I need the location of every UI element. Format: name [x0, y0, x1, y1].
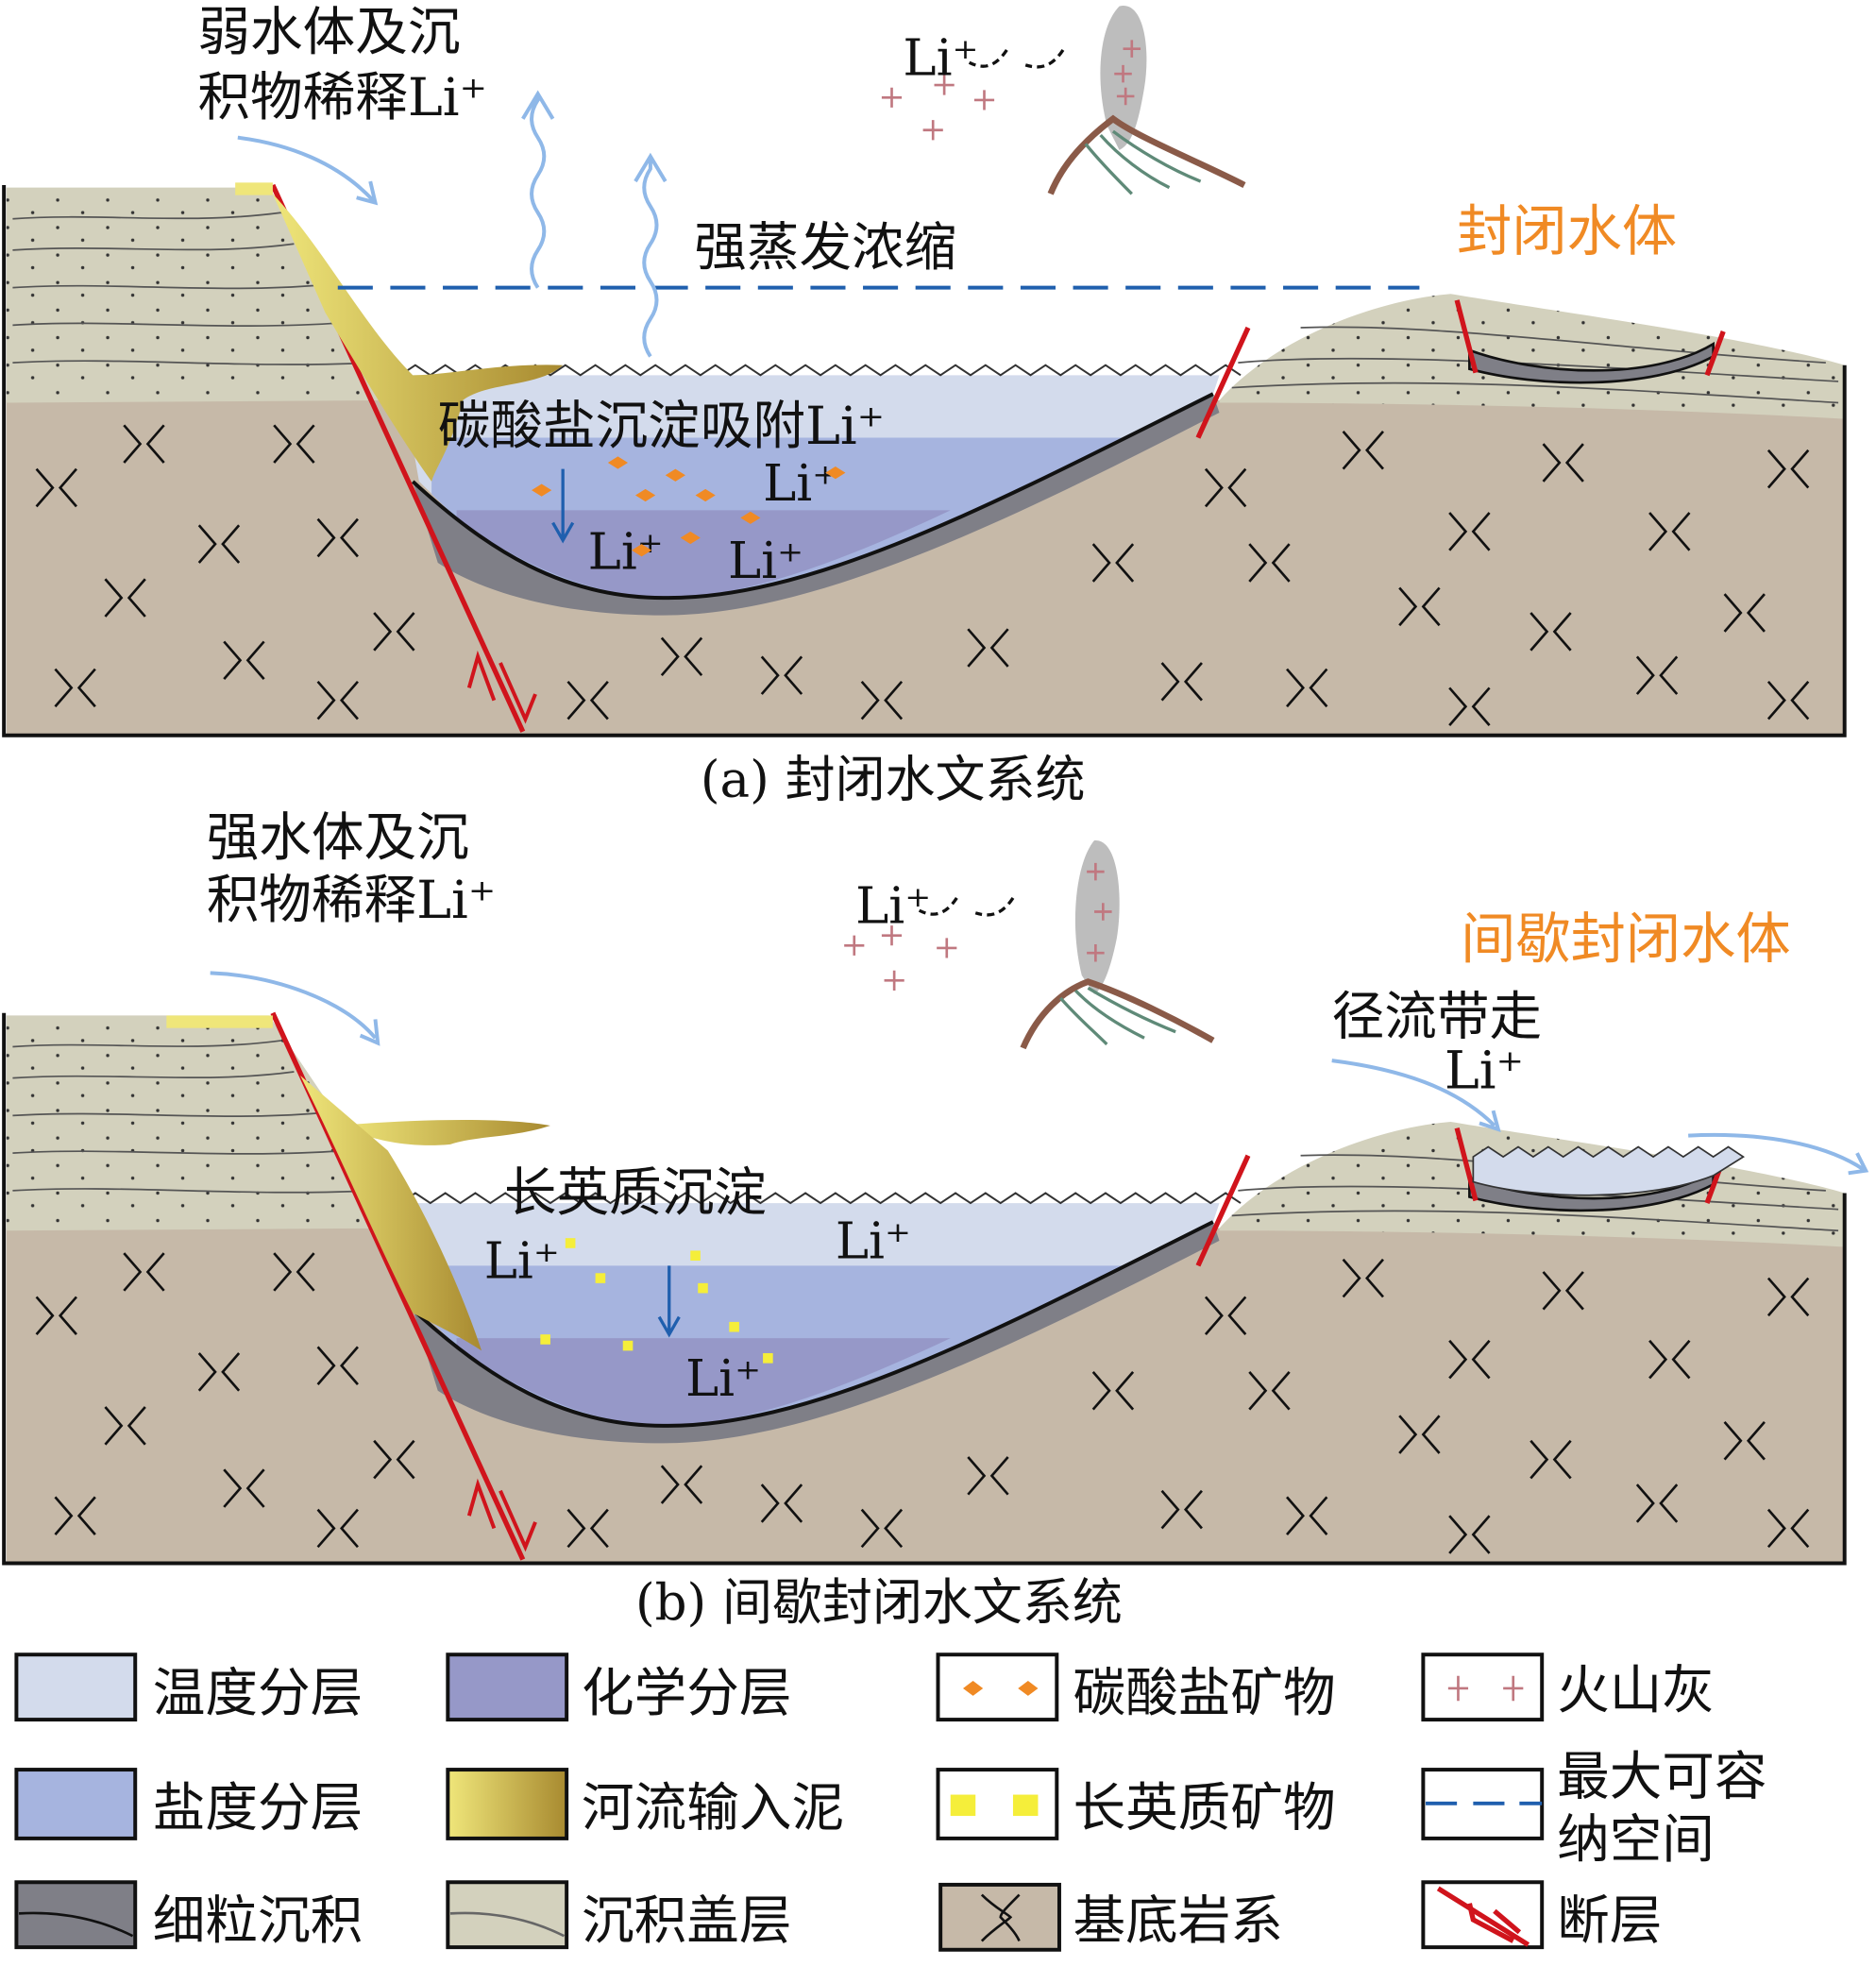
evaporation-label: 强蒸发浓缩	[694, 217, 956, 279]
closed-water-label: 封闭水体	[1457, 199, 1677, 263]
volcanic-ash	[881, 75, 995, 141]
svg-text:盐度分层: 盐度分层	[153, 1778, 363, 1839]
li-label: Li⁺	[685, 1350, 761, 1408]
li-volcano: Li⁺	[903, 29, 978, 87]
svg-text:细粒沉积: 细粒沉积	[153, 1890, 363, 1952]
li-label: Li⁺	[763, 455, 838, 513]
dilute-label-2: 积物稀释Li⁺	[207, 870, 497, 931]
river-mud-surface	[337, 1119, 550, 1145]
river-mud	[272, 194, 564, 482]
svg-text:化学分层: 化学分层	[582, 1663, 791, 1724]
li-label: Li⁺	[728, 533, 803, 590]
li-label: Li⁺	[588, 524, 664, 582]
legend-item-ash: 火山灰	[1421, 1652, 1715, 1721]
carbonate-minerals	[532, 456, 846, 557]
settle-arrow	[551, 468, 575, 544]
panel-b: 强水体及沉 积物稀释Li⁺ 间歇封闭水体 径流带走 Li⁺ 长英质沉淀 Li⁺ …	[4, 807, 1869, 1632]
ash-arrows	[968, 49, 1065, 69]
ash-arrows	[918, 896, 1015, 917]
volcano	[1020, 839, 1215, 1050]
dilute-label-1: 弱水体及沉	[197, 2, 460, 63]
svg-text:火山灰: 火山灰	[1557, 1660, 1715, 1721]
legend-item-fault: 断层	[1421, 1880, 1662, 1952]
evaporation-arrows	[521, 90, 668, 358]
legend-item-salinity: 盐度分层	[14, 1768, 363, 1840]
runoff-label-1: 径流带走	[1332, 986, 1542, 1047]
dilute-label-2: 积物稀释Li⁺	[197, 67, 487, 128]
legend-item-cover: 沉积盖层	[446, 1880, 791, 1952]
dilute-label-1: 强水体及沉	[207, 807, 469, 869]
panel-a: 弱水体及沉 积物稀释Li⁺ 强蒸发浓缩 封闭水体 碳酸盐沉淀吸附Li⁺ Li⁺ …	[4, 2, 1845, 809]
svg-text:长英质矿物: 长英质矿物	[1073, 1778, 1336, 1839]
caption-a: (a) 封闭水文系统	[701, 752, 1086, 809]
intermittent-water	[1472, 1145, 1746, 1196]
legend-item-fine-sediment: 细粒沉积	[14, 1880, 363, 1952]
legend-item-chemical: 化学分层	[446, 1652, 791, 1724]
svg-text:碳酸盐矿物: 碳酸盐矿物	[1073, 1663, 1336, 1724]
svg-text:断层: 断层	[1557, 1890, 1662, 1952]
caption-b: (b) 间歇封闭水文系统	[635, 1574, 1123, 1632]
svg-text:最大可容: 最大可容	[1557, 1747, 1766, 1808]
volcanic-ash	[844, 925, 957, 991]
river-mud	[300, 1076, 482, 1351]
svg-text:基底岩系: 基底岩系	[1073, 1890, 1283, 1952]
runoff-arrow	[1331, 1059, 1501, 1133]
carbonate-label: 碳酸盐沉淀吸附Li⁺	[438, 396, 885, 457]
closed-water-label: 间歇封闭水体	[1461, 907, 1791, 972]
li-volcano: Li⁺	[855, 877, 931, 935]
li-label: Li⁺	[836, 1212, 911, 1270]
legend-item-carbonate: 碳酸盐矿物	[936, 1652, 1336, 1724]
svg-text:纳空间: 纳空间	[1557, 1809, 1715, 1871]
legend-item-river-mud: 河流输入泥	[446, 1768, 844, 1840]
svg-text:沉积盖层: 沉积盖层	[582, 1890, 791, 1952]
legend-item-basement: 基底岩系	[938, 1882, 1283, 1952]
legend-item-felsic: 长英质矿物	[936, 1768, 1336, 1840]
volcano	[1047, 6, 1246, 195]
runoff-label-2: Li⁺	[1445, 1040, 1524, 1101]
li-label: Li⁺	[484, 1233, 560, 1291]
legend: 温度分层 化学分层 碳酸盐矿物 火山灰 盐度分层 河流输入泥 长英质矿物 最大可…	[14, 1652, 1767, 1952]
inflow-arrow	[237, 135, 375, 202]
legend-item-temperature: 温度分层	[14, 1652, 363, 1724]
settle-arrow	[657, 1265, 681, 1338]
outflow-arrow	[1688, 1132, 1869, 1176]
felsic-label: 长英质沉淀	[504, 1162, 767, 1224]
svg-text:河流输入泥: 河流输入泥	[582, 1778, 844, 1839]
svg-text:温度分层: 温度分层	[153, 1663, 363, 1724]
felsic-minerals	[540, 1238, 773, 1364]
